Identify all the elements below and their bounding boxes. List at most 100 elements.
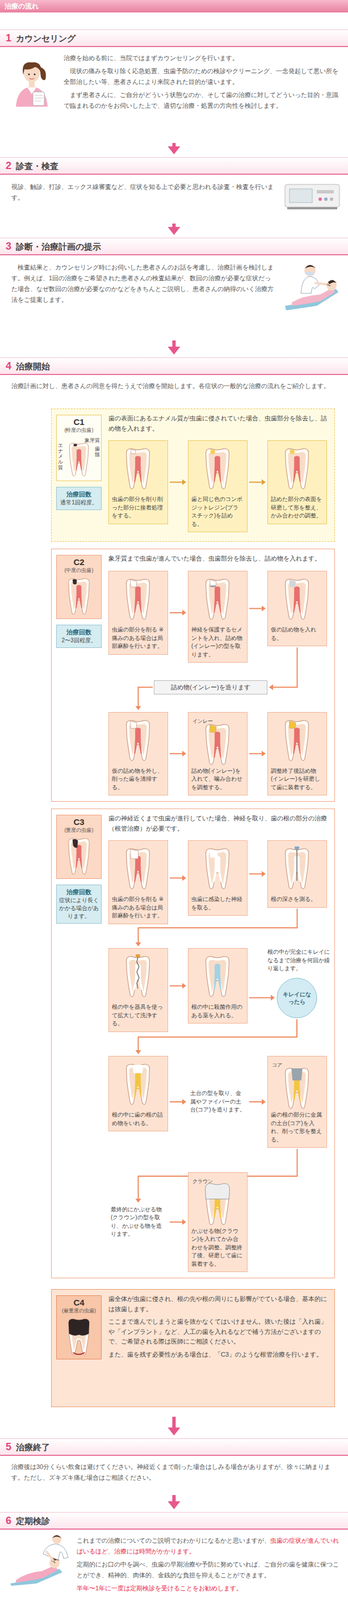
stage-panel: 象牙質まで虫歯が進んでいた場合、虫歯部分を除去し、詰め物を入れます。C2(中度の… bbox=[51, 548, 335, 803]
flow-arrow bbox=[249, 995, 275, 1002]
arrow-line bbox=[249, 608, 264, 610]
section-panel: 3診断・治療計画の提示検査結果と、カウンセリング時にお伺いした患者さんのお話を考… bbox=[0, 237, 348, 338]
step-box: 虫歯の部分を削る ※痛みのある場合は局部麻酔を行います。 bbox=[108, 840, 169, 925]
arrow-head bbox=[168, 346, 181, 355]
severity-code: C3 bbox=[56, 817, 102, 828]
flow-arrow bbox=[169, 983, 187, 990]
illustration-part bbox=[324, 197, 328, 201]
tooth-ref bbox=[206, 849, 230, 890]
tooth-figure bbox=[56, 574, 102, 618]
description: ここまで進んでしまうと歯を抜かなくてはいけません。抜いた後は「入れ歯」や「インプ… bbox=[108, 1317, 329, 1348]
section-heading: 2診査・検査 bbox=[0, 157, 348, 175]
severity-name: (軽度の虫歯) bbox=[56, 427, 102, 435]
tooth-illustration bbox=[200, 577, 235, 622]
step-caption: 根の中を器具を使って拡大して洗浄する。 bbox=[111, 1003, 165, 1029]
step-caption: 詰め物(インレー)を入れて、噛み合わせを調整する。 bbox=[191, 767, 245, 793]
severity-card: C3(重度の虫歯) bbox=[56, 815, 102, 880]
severity-name: (最重度の虫歯) bbox=[56, 1308, 102, 1316]
arrow-head bbox=[182, 983, 187, 990]
illustration-part bbox=[284, 184, 340, 208]
tooth-ref bbox=[126, 720, 150, 761]
section-body: 検査結果と、カウンセリング時にお伺いした患者さんのお話を考慮し、治療計画を検討し… bbox=[0, 255, 348, 313]
tooth-figure bbox=[270, 573, 324, 627]
illustration-part bbox=[15, 1566, 58, 1584]
arrow-line bbox=[172, 340, 176, 351]
illustration-part bbox=[305, 271, 314, 276]
body-text: これまでの治療についてのご説明でおわかりになるかと思いますが、 bbox=[76, 1537, 271, 1545]
tooth-figure bbox=[111, 573, 165, 627]
tooth-ref bbox=[285, 579, 309, 620]
step-box: 虫歯に感染した神経を取る。 bbox=[187, 840, 248, 917]
illustration-part bbox=[33, 73, 36, 75]
tooth-figure bbox=[111, 843, 165, 896]
tooth-figure bbox=[56, 1315, 102, 1359]
part-label: エナメル質 bbox=[57, 443, 64, 472]
body-text: 定期的にお口の中を調べ、虫歯の早期治療や予防に努めていれば、ご自分の歯を健康に保… bbox=[76, 1561, 339, 1580]
step-caption: 根の中に歯の根の詰め物をいれる。 bbox=[111, 1111, 165, 1129]
label-anchor: 象牙質 bbox=[73, 434, 100, 445]
section-body: 治療計画に対し、患者さんの同意を得たうえで治療を開始します。各症状の一般的な治療… bbox=[0, 375, 348, 397]
arrow-line bbox=[169, 878, 184, 880]
severity-name: (中度の虫歯) bbox=[56, 567, 102, 575]
highlight-text: 半年〜1年に一度は定期検診を受けることをお勧めします。 bbox=[76, 1585, 243, 1593]
xray-machine-illustration bbox=[283, 178, 341, 211]
arrow-head bbox=[182, 751, 187, 757]
arrow-line bbox=[249, 998, 273, 1000]
tooth-illustration bbox=[200, 1183, 235, 1228]
section-title: 診断・治療計画の提示 bbox=[15, 241, 102, 252]
arrow-head bbox=[182, 610, 187, 616]
note-text: 根の中が完全にキレイになるまで治療を何回か繰り返します。 bbox=[267, 948, 330, 974]
stage-panel: 歯の表面にあるエナメル質が虫歯に侵されていた場合、虫歯部分を除去し、詰め物を入れ… bbox=[51, 408, 335, 543]
arrow-line bbox=[169, 1101, 184, 1104]
arrow-head bbox=[182, 875, 187, 882]
arrow-head bbox=[269, 684, 274, 691]
step-box: 根の中に殺菌作用のある薬を入れる。 bbox=[187, 948, 248, 1025]
step-box: 根の深さを測る。 bbox=[267, 840, 327, 909]
count-value: 2〜3回程度。 bbox=[58, 636, 100, 645]
tooth-figure bbox=[56, 834, 102, 878]
tooth-illustration bbox=[120, 1062, 155, 1108]
section-heading: 5治療終了 bbox=[0, 1439, 348, 1457]
tooth-figure bbox=[111, 1059, 165, 1112]
illustration-part bbox=[32, 91, 45, 106]
step-down-arrow bbox=[168, 143, 181, 155]
arrow-line bbox=[172, 223, 176, 231]
arrow-head bbox=[168, 146, 181, 155]
tooth-figure bbox=[111, 951, 165, 1004]
tooth-illustration bbox=[279, 446, 314, 492]
illustration-part bbox=[328, 279, 337, 285]
step-caption: 仮の詰め物を外し、削った歯を清掃する。 bbox=[111, 767, 165, 793]
illustration-part bbox=[39, 66, 46, 81]
section-number: 5 bbox=[5, 1441, 12, 1454]
section-number: 6 bbox=[5, 1515, 12, 1528]
section-body: 治療後は30分くらい飲食は避けてください。神経近くまで削った場合はしみる場合があ… bbox=[0, 1456, 348, 1491]
paragraph: まず患者さんに、ご自分がどういう状態なのか、そして歯の治療に対してどういった目的… bbox=[63, 89, 339, 112]
step-caption: 仮の詰め物を入れる。 bbox=[270, 626, 324, 643]
tooth-illustration bbox=[200, 847, 235, 892]
section-panel: 1カウンセリング治療を始める前に、当院ではまずカウンセリングを行います。現状の痛… bbox=[0, 29, 348, 141]
circle-outline bbox=[276, 978, 318, 1020]
checkup-illustration bbox=[6, 1535, 73, 1587]
paragraph: 現状の痛みを取り除く応急処置、虫歯予防のための検診やクリーニング、一念発起して悪… bbox=[63, 65, 339, 88]
tooth-illustration bbox=[64, 1317, 94, 1358]
tooth-illustration bbox=[64, 576, 94, 617]
tooth-illustration bbox=[200, 954, 235, 1000]
arrow-line bbox=[172, 1417, 176, 1432]
section-number: 2 bbox=[5, 160, 12, 172]
severity-card: C1(軽度の虫歯)象牙質エナメル質歯髄 bbox=[56, 414, 102, 482]
dentist-illustration bbox=[280, 260, 341, 312]
illustration-part bbox=[52, 1535, 62, 1545]
body-text: 現状の痛みを取り除く応急処置、虫歯予防のための検診やクリーニング、一念発起して悪… bbox=[63, 67, 339, 86]
arrow-line bbox=[138, 687, 154, 708]
step-box: 仮の詰め物を外し、削った歯を清掃する。 bbox=[108, 712, 169, 797]
count-value: 通常1回程度。 bbox=[58, 499, 100, 507]
arrow-line bbox=[169, 481, 184, 484]
arrow-head bbox=[261, 479, 266, 486]
arrow-line bbox=[172, 143, 176, 150]
severity-card: C2(中度の虫歯) bbox=[56, 555, 102, 620]
step-box: 虫歯の部分を削る ※痛みのある場合は局部麻酔を行います。 bbox=[108, 571, 169, 656]
arrow-head bbox=[182, 1099, 187, 1106]
arrow-head bbox=[261, 606, 266, 612]
step-box: インレー詰め物(インレー)を入れて、噛み合わせを調整する。 bbox=[187, 712, 248, 797]
illustration-part bbox=[29, 78, 35, 80]
